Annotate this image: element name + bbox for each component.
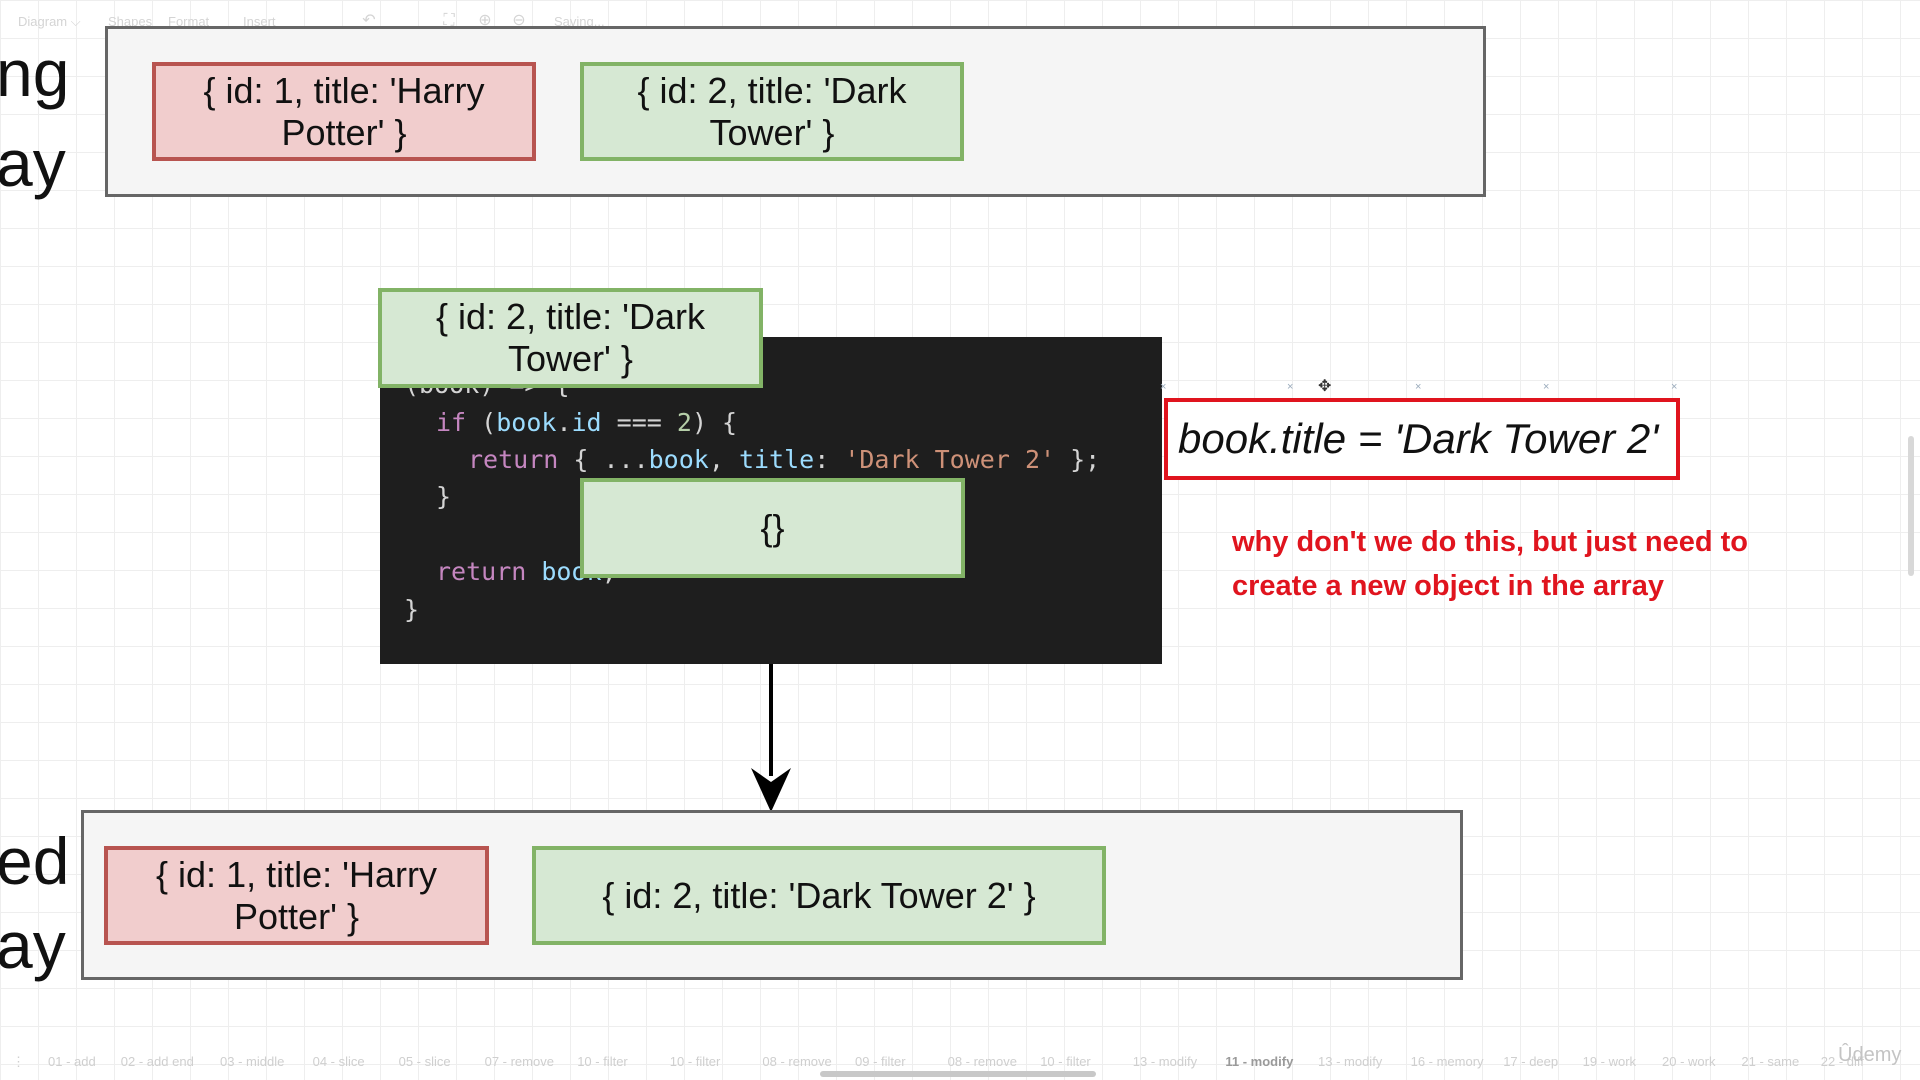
fullscreen-icon[interactable]: ⛶: [443, 12, 455, 29]
page-tab[interactable]: 21 - same: [1741, 1054, 1800, 1069]
zoom-in-icon[interactable]: ⊕: [478, 12, 492, 29]
page-tab[interactable]: 08 - remove: [762, 1054, 832, 1069]
question-note[interactable]: why don't we do this, but just need to c…: [1232, 526, 1748, 602]
page-tab[interactable]: 10 - filter: [577, 1054, 628, 1069]
toolbar: Diagram ⌵ Shapes Format Insert ↶ ⛶ ⊕ ⊖ S…: [0, 0, 700, 44]
heading-fragment: ed: [0, 824, 70, 898]
new-array-item-harry-potter[interactable]: { id: 1, title: 'Harry Potter' }: [104, 846, 489, 945]
page-tab[interactable]: 13 - modify: [1318, 1054, 1383, 1069]
heading-fragment: ay: [0, 126, 66, 200]
page-tab[interactable]: 02 - add end: [120, 1054, 194, 1069]
selection-handle[interactable]: ×: [1671, 381, 1678, 393]
array-item-harry-potter[interactable]: { id: 1, title: 'Harry Potter' }: [152, 62, 536, 161]
zoom-out-icon[interactable]: ⊖: [512, 12, 526, 29]
code-line-4: }: [436, 482, 452, 511]
page-tab[interactable]: 11 - modify: [1225, 1054, 1294, 1069]
page-tab[interactable]: 03 - middle: [220, 1054, 285, 1069]
undo-icon[interactable]: ↶: [362, 12, 376, 29]
code-line-6: }: [404, 595, 420, 624]
selection-handle[interactable]: ×: [1415, 381, 1422, 393]
page-tab[interactable]: 17 - deep: [1503, 1054, 1559, 1069]
save-status: Saving...: [554, 14, 605, 29]
diagram-menu[interactable]: Diagram ⌵: [18, 14, 81, 29]
page-tab[interactable]: 09 - filter: [855, 1054, 906, 1069]
array-item-dark-tower[interactable]: { id: 2, title: 'Dark Tower' }: [580, 62, 964, 161]
selection-handle[interactable]: ×: [1287, 381, 1294, 393]
page-tab[interactable]: 05 - slice: [398, 1054, 451, 1069]
page-tab[interactable]: 08 - remove: [947, 1054, 1017, 1069]
mutation-expression[interactable]: book.title = 'Dark Tower 2': [1164, 398, 1680, 480]
page-tab[interactable]: 20 - work: [1662, 1054, 1716, 1069]
selection-handle[interactable]: ×: [1543, 381, 1550, 393]
udemy-watermark: Ûdemy: [1838, 1044, 1902, 1066]
page-tab[interactable]: 01 - add: [48, 1054, 96, 1069]
selection-handle[interactable]: ×: [1160, 381, 1167, 393]
heading-fragment: ay: [0, 908, 66, 982]
page-tab[interactable]: 07 - remove: [484, 1054, 554, 1069]
down-arrow[interactable]: [745, 664, 795, 814]
insert-menu[interactable]: Insert: [243, 14, 276, 29]
page-tab[interactable]: 04 - slice: [312, 1054, 365, 1069]
floating-object-dark-tower[interactable]: { id: 2, title: 'Dark Tower' }: [378, 288, 763, 388]
page-tabs: ⋮ 01 - add 02 - add end 03 - middle 04 - sl…: [0, 1050, 1920, 1074]
page-tab[interactable]: 13 - modify: [1132, 1054, 1198, 1069]
move-handle-icon[interactable]: ✥: [1318, 378, 1332, 395]
vertical-scrollbar[interactable]: [1908, 436, 1914, 576]
code-line-2: if (book.id === 2) {: [436, 408, 738, 437]
page-tab[interactable]: 10 - filter: [1040, 1054, 1091, 1069]
page-tab[interactable]: 22 - diff: [1820, 1054, 1864, 1069]
code-line-3: return { ...book, title: 'Dark Tower 2' …: [468, 445, 1101, 474]
page-tab[interactable]: 16 - memory: [1410, 1054, 1484, 1069]
code-line-5: return book;: [436, 557, 617, 586]
shapes-menu[interactable]: Shapes: [108, 14, 153, 29]
tabs-menu-icon[interactable]: ⋮: [12, 1054, 25, 1069]
new-array-item-dark-tower-2[interactable]: { id: 2, title: 'Dark Tower 2' }: [532, 846, 1106, 945]
heading-fragment: ng: [0, 36, 70, 110]
horizontal-scrollbar[interactable]: [820, 1071, 1096, 1077]
format-menu[interactable]: Format: [168, 14, 210, 29]
page-tab[interactable]: 10 - filter: [669, 1054, 721, 1069]
empty-object[interactable]: {}: [580, 478, 965, 578]
page-tab[interactable]: 19 - work: [1582, 1054, 1637, 1069]
